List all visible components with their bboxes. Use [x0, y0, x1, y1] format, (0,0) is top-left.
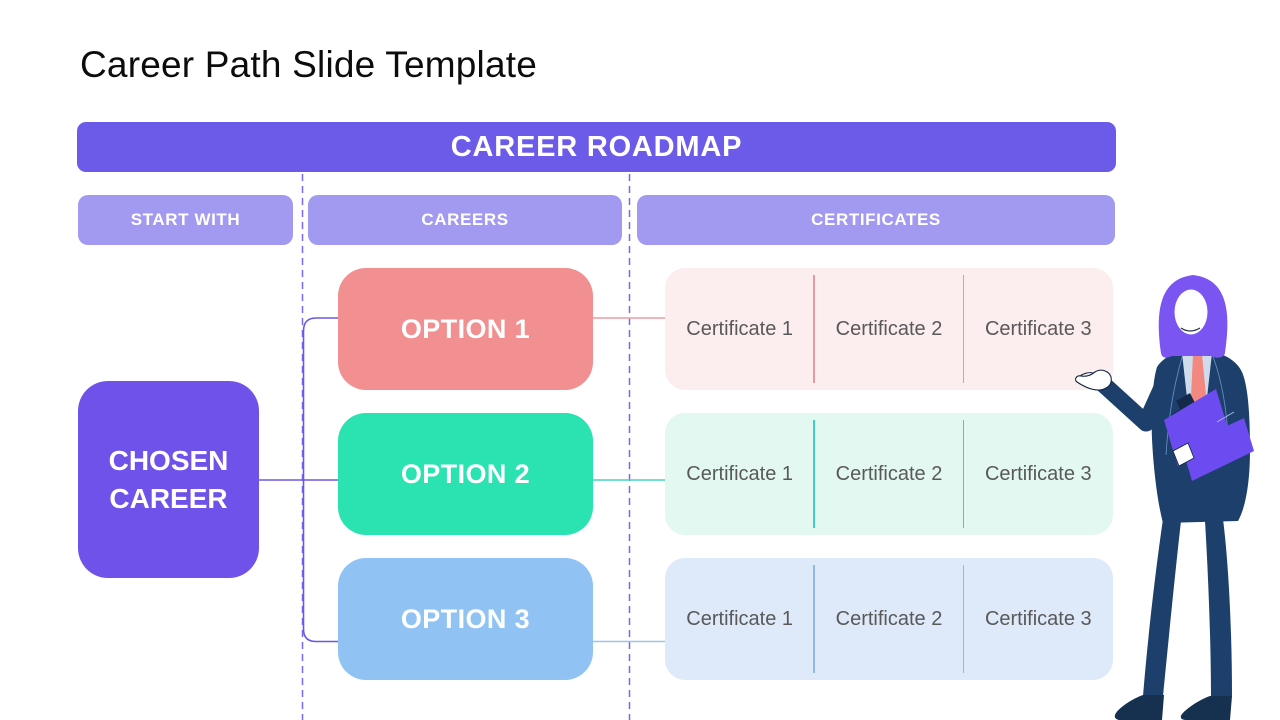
leg-right [1205, 519, 1232, 697]
folder-edge-line [1216, 411, 1235, 423]
face [1174, 289, 1208, 335]
option-1-box: OPTION 1 [338, 268, 593, 390]
column-header-start-with: START WITH [78, 195, 293, 245]
certificates-row-option-1: Certificate 1 Certificate 2 Certificate … [665, 268, 1113, 390]
folder-upper [1164, 389, 1230, 467]
certificate-cell: Certificate 2 [813, 413, 963, 535]
clipboard-clip-2 [1171, 408, 1187, 424]
leg-left [1143, 519, 1181, 696]
certificate-cell: Certificate 2 [813, 268, 963, 390]
column-header-careers: CAREERS [308, 195, 622, 245]
neck [1185, 323, 1202, 354]
hair-fringe [1173, 278, 1213, 304]
shoe-right [1180, 696, 1232, 720]
chin-line [1180, 327, 1201, 332]
option-3-box: OPTION 3 [338, 558, 593, 680]
option-2-box: OPTION 2 [338, 413, 593, 535]
certificate-cell: Certificate 3 [962, 268, 1113, 390]
page-title: Career Path Slide Template [80, 44, 537, 85]
jacket [1151, 349, 1250, 523]
certificate-cell: Certificate 1 [686, 607, 794, 630]
cuff [1172, 442, 1195, 467]
tie [1191, 355, 1206, 435]
clipboard-clip [1176, 393, 1196, 413]
hair [1158, 275, 1228, 358]
certificate-cell: Certificate 1 [686, 317, 794, 340]
chosen-career-box: CHOSEN CAREER [78, 381, 259, 578]
column-header-certificates: CERTIFICATES [637, 195, 1115, 245]
certificate-cell: Certificate 3 [962, 413, 1113, 535]
shirt [1182, 353, 1212, 443]
certificate-cell: Certificate 3 [962, 558, 1113, 680]
certificates-row-option-2: Certificate 1 Certificate 2 Certificate … [665, 413, 1113, 535]
certificate-cell: Certificate 2 [813, 558, 963, 680]
lapel-lines [1165, 353, 1229, 456]
trunk-connector [302, 317, 338, 643]
certificate-cell: Certificate 1 [686, 462, 794, 485]
career-roadmap-banner: CAREER ROADMAP [77, 122, 1116, 172]
certificates-row-option-3: Certificate 1 Certificate 2 Certificate … [665, 558, 1113, 680]
shoe-left [1114, 695, 1164, 720]
folder-lower [1182, 418, 1254, 481]
